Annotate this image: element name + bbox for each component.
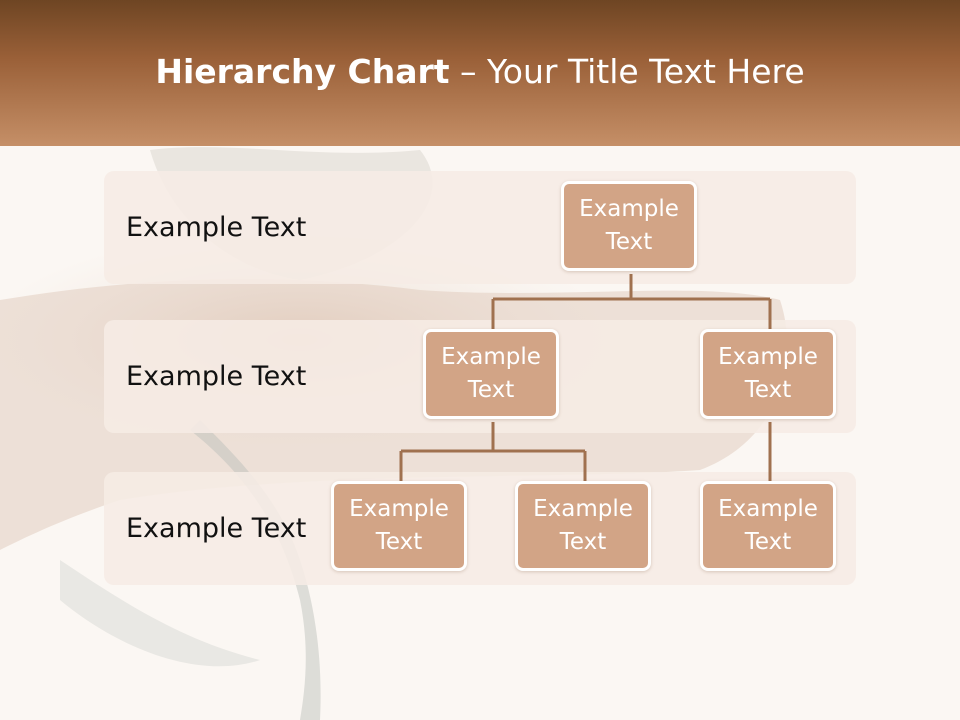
node-mid-right[interactable]: Example Text: [700, 329, 836, 419]
node-mid-left[interactable]: Example Text: [423, 329, 559, 419]
slide-title: Hierarchy Chart – Your Title Text Here: [0, 52, 960, 91]
node-root[interactable]: Example Text: [561, 181, 697, 271]
level-label-3: Example Text: [126, 513, 307, 544]
node-leaf-1[interactable]: Example Text: [331, 481, 467, 571]
node-leaf-2[interactable]: Example Text: [515, 481, 651, 571]
title-rest-part: – Your Title Text Here: [449, 52, 805, 91]
level-label-1: Example Text: [126, 212, 307, 243]
level-band-1: [104, 171, 856, 284]
title-bold-part: Hierarchy Chart: [155, 52, 450, 91]
level-label-2: Example Text: [126, 361, 307, 392]
title-bar: [0, 0, 960, 146]
node-leaf-3[interactable]: Example Text: [700, 481, 836, 571]
